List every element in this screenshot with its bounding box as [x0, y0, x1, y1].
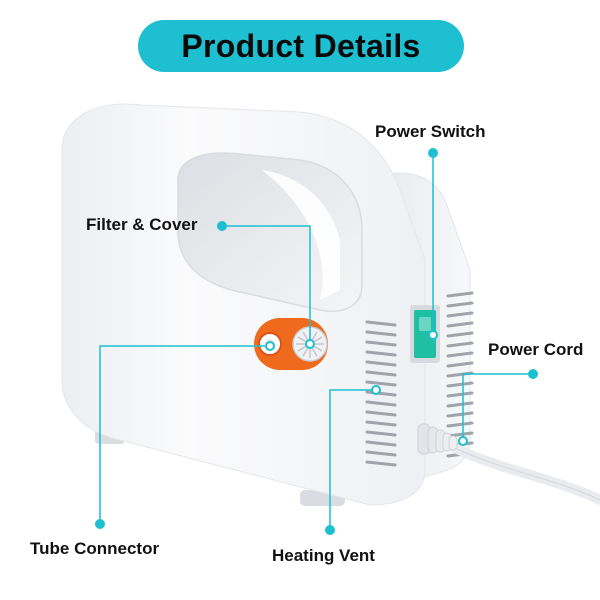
vent-slot [446, 311, 474, 318]
dot-tube-connector [95, 519, 105, 529]
power-switch[interactable] [414, 310, 436, 358]
leader-tube-connector [99, 345, 270, 524]
vent-slot [365, 420, 397, 427]
vent-slot [365, 460, 397, 467]
dot-power-switch [428, 148, 438, 158]
cord-strain-relief [417, 423, 458, 455]
vent-slot [446, 341, 474, 348]
vent-slot [365, 430, 397, 437]
label-filter-cover: Filter & Cover [86, 215, 198, 234]
vent-slot [446, 351, 474, 358]
vent-slot [365, 360, 397, 367]
filter-fin [311, 347, 318, 357]
target-power-cord [458, 436, 468, 446]
page-title: Product Details [181, 27, 421, 64]
leader-power-cord [462, 373, 533, 441]
power-cord-edge [454, 447, 600, 501]
vent-slot [365, 320, 397, 327]
label-tube-connector: Tube Connector [30, 539, 160, 558]
label-power-cord: Power Cord [488, 340, 584, 359]
target-power-switch [428, 330, 438, 340]
target-tube-connector [265, 341, 275, 351]
vent-slot [446, 431, 474, 438]
vent-slot [365, 340, 397, 347]
vent-slot [446, 361, 474, 368]
filter-fin [311, 331, 318, 341]
target-heating-vent [371, 385, 381, 395]
vent-slot [446, 411, 474, 418]
vent-slot [446, 321, 474, 328]
leader-filter-cover [222, 225, 311, 344]
vent-slot [365, 440, 397, 447]
dot-filter-cover [217, 221, 227, 231]
vent-slot [365, 330, 397, 337]
filter-fin [302, 331, 309, 341]
vent-slot [365, 410, 397, 417]
vent-slot [446, 291, 474, 298]
dot-power-cord [528, 369, 538, 379]
handle-opening [177, 152, 363, 312]
dot-heating-vent [325, 525, 335, 535]
vent-slot [365, 390, 397, 397]
handle-highlight [262, 170, 340, 300]
vent-slot [365, 380, 397, 387]
vent-slot [446, 421, 474, 428]
vent-slot [365, 400, 397, 407]
vent-slot [446, 331, 474, 338]
switch-marking [419, 317, 431, 331]
vent-slot [446, 401, 474, 408]
filter-fin [302, 347, 309, 357]
vent-slot [365, 450, 397, 457]
label-power-switch: Power Switch [375, 122, 486, 141]
filter-fin [297, 345, 307, 352]
vent-slot [365, 350, 397, 357]
target-filter-cover [305, 339, 315, 349]
vent-slot [446, 391, 474, 398]
leader-heating-vent [329, 389, 376, 530]
heating-vent-grille [365, 320, 397, 467]
filter-fin [297, 336, 307, 343]
title-banner: Product Details [138, 20, 464, 72]
vent-slot [365, 370, 397, 377]
filter-fin [313, 336, 323, 343]
vent-slot [446, 381, 474, 388]
filter-fin [313, 345, 323, 352]
vent-slot [446, 301, 474, 308]
label-heating-vent: Heating Vent [272, 546, 375, 565]
